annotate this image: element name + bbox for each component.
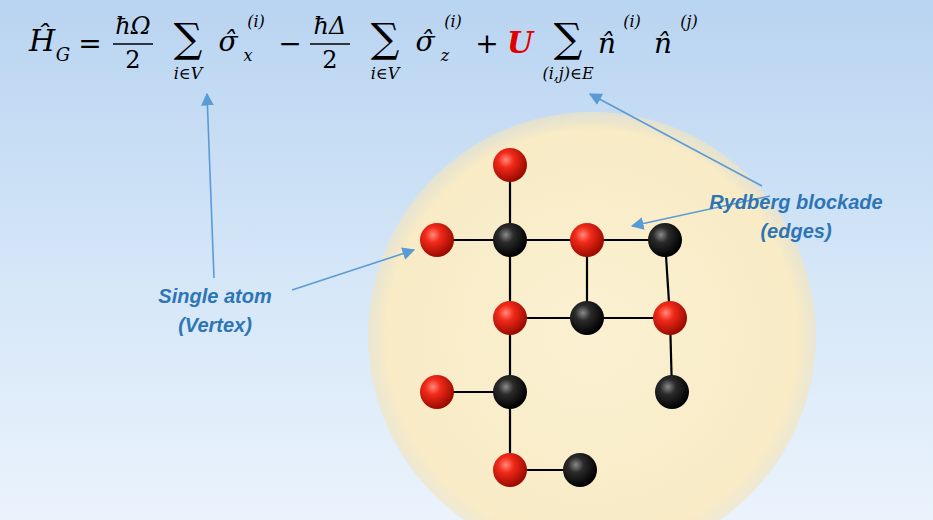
symbol: Ĥ [29, 26, 55, 56]
subscript: z [441, 48, 449, 64]
denominator: 2 [322, 48, 337, 72]
region-disk [368, 112, 816, 520]
callout-label: Rydberg blockade (edges) [704, 188, 889, 246]
sum-index: (i,j)∈E [542, 66, 593, 82]
operator-symbol: σ̂ [415, 28, 434, 56]
sum-index: i∈V [371, 66, 400, 82]
sum-symbol: ∑ [174, 18, 203, 58]
interaction-symbol: U [507, 28, 533, 58]
operator: + [475, 30, 498, 58]
numerator: ħΩ [115, 14, 150, 38]
callout-label: Single atom (Vertex) [150, 282, 280, 340]
numerator: ħΔ [314, 14, 347, 38]
operator-symbol: n̂ [598, 30, 616, 58]
superscript: (i) [444, 14, 462, 30]
operator: = [78, 30, 101, 58]
operator-symbol: σ̂ [218, 28, 237, 56]
sum-symbol: ∑ [371, 18, 400, 58]
operator: − [278, 30, 301, 58]
sum-symbol: ∑ [554, 18, 583, 58]
superscript: (i) [247, 14, 265, 30]
denominator: 2 [125, 48, 140, 72]
leader-arrows [207, 94, 770, 290]
graph-edges [437, 165, 672, 470]
atom-balls [420, 148, 689, 487]
subscript: G [56, 46, 70, 64]
operator-symbol: n̂ [654, 30, 672, 58]
subscript: x [243, 48, 252, 64]
superscript: (j) [680, 14, 697, 30]
sum-index: i∈V [174, 66, 203, 82]
superscript: (i) [623, 14, 641, 30]
